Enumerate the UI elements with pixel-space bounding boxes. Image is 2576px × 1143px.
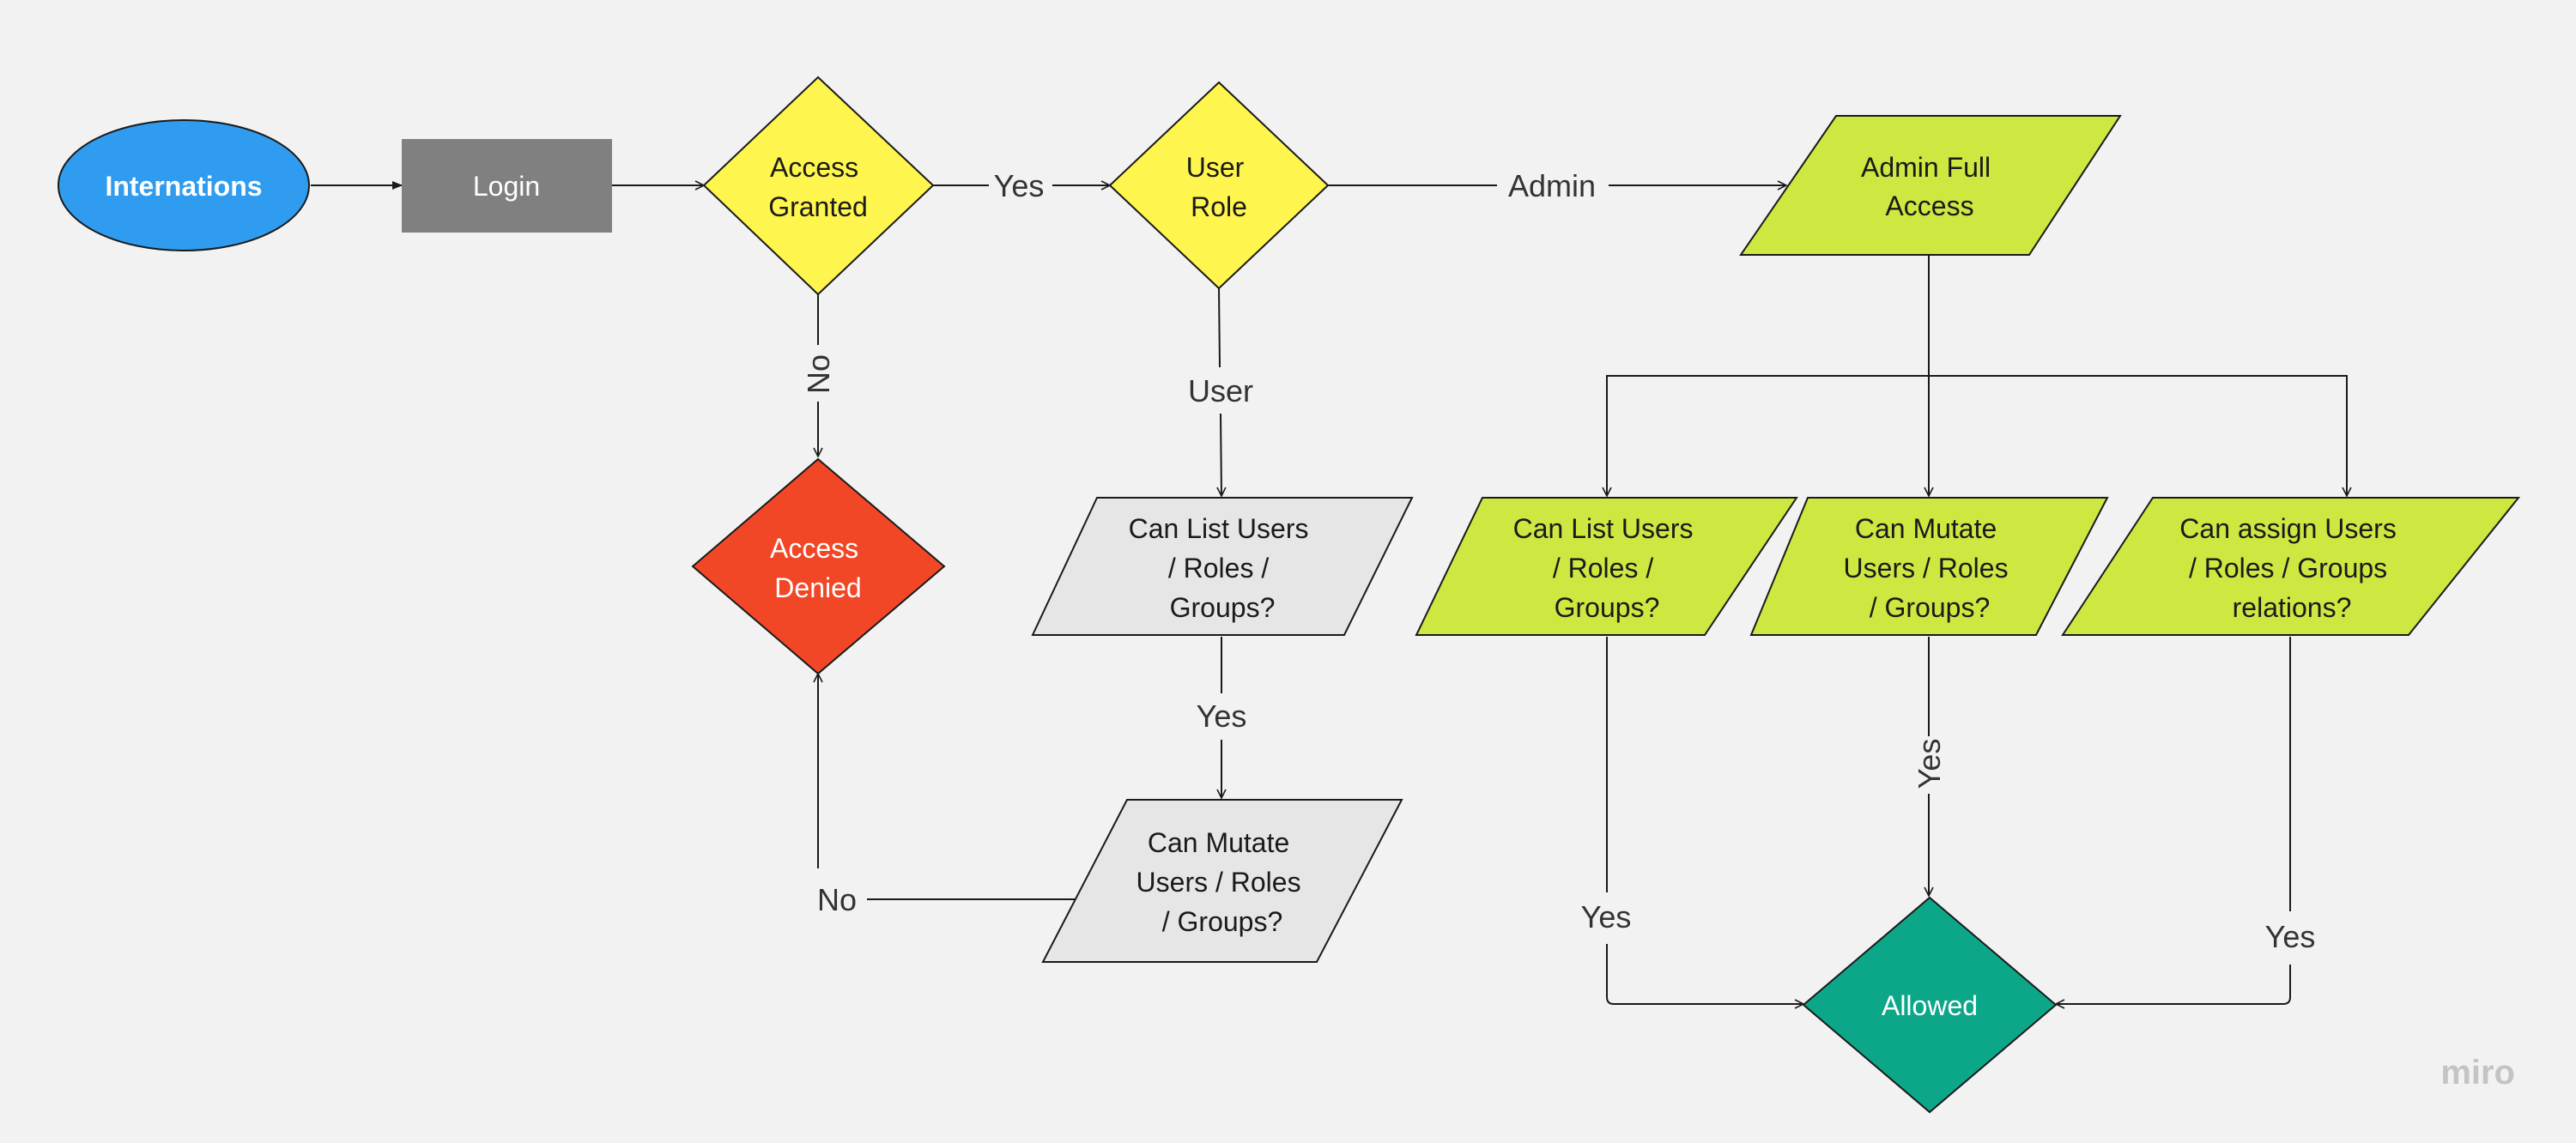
admin-can-mutate-line-3: / Groups? (1870, 592, 1991, 623)
svg-text:User Role: User Role (1186, 152, 1252, 222)
admin-can-assign-node[interactable]: Can assign Users / Roles / Groups relati… (2061, 497, 2521, 636)
edge-admin-to-assign (2242, 375, 2347, 496)
svg-text:Allowed: Allowed (1882, 990, 1978, 1021)
access-granted-line-1: Access (770, 152, 858, 183)
access-denied-line-1: Access (770, 533, 858, 564)
admin-full-access-node[interactable]: Admin Full Access (1739, 115, 2122, 256)
svg-text:Access Granted: Access Granted (768, 152, 868, 222)
user-can-list-node[interactable]: Can List Users / Roles / Groups? (1031, 497, 1414, 636)
svg-text:Admin Full Access: Admin Full Access (1861, 152, 1998, 221)
admin-can-list-node[interactable]: Can List Users / Roles / Groups? (1415, 497, 1798, 636)
edge-label-role-user: User (1188, 373, 1253, 408)
edge-label-granted-yes: Yes (994, 168, 1045, 203)
access-granted-line-2: Granted (768, 191, 868, 222)
admin-can-mutate-line-2: Users / Roles (1844, 553, 2009, 584)
user-can-mutate-line-2: Users / Roles (1136, 867, 1301, 898)
user-can-list-line-2: / Roles / (1168, 553, 1269, 584)
edge-mutate-no (818, 674, 1076, 900)
svg-text:Internations: Internations (105, 171, 262, 202)
user-can-list-line-1: Can List Users (1129, 513, 1309, 544)
user-role-line-1: User (1186, 152, 1245, 183)
login-label: Login (473, 171, 540, 202)
admin-can-list-line-1: Can List Users (1513, 513, 1694, 544)
edge-label-admin-assign-yes: Yes (2265, 919, 2316, 954)
admin-can-list-line-3: Groups? (1555, 592, 1660, 623)
allowed-label: Allowed (1882, 990, 1978, 1021)
svg-text:Access Denied: Access Denied (770, 533, 866, 603)
admin-can-assign-line-1: Can assign Users (2179, 513, 2397, 544)
miro-watermark: miro (2440, 1054, 2515, 1092)
edge-label-list-yes: Yes (1197, 698, 1247, 734)
edge-admin-split (1615, 255, 2242, 377)
allowed-decision-node[interactable]: Allowed (1802, 896, 2058, 1114)
access-denied-decision-node[interactable]: Access Denied (691, 457, 946, 675)
admin-full-access-line-2: Access (1885, 190, 1973, 221)
svg-text:Can Mutate Users / Roles: Can Mutate Users / Roles / Groups? (1844, 513, 2016, 623)
edge-admin-to-list (1607, 375, 1615, 496)
user-can-mutate-node[interactable]: Can Mutate Users / Roles / Groups? (1041, 799, 1403, 963)
edge-label-admin-mutate-yes: Yes (1912, 739, 1947, 789)
svg-text:Can assign Users / Roles: Can assign Users / Roles / Groups relati… (2179, 513, 2403, 623)
edge-label-role-admin: Admin (1508, 168, 1596, 203)
admin-can-assign-line-2: / Roles / Groups (2189, 553, 2387, 584)
admin-can-list-line-2: / Roles / (1553, 553, 1653, 584)
svg-text:Can List Users / Roles /: Can List Users / Roles / Groups? (1129, 513, 1317, 623)
access-denied-line-2: Denied (774, 572, 861, 603)
user-can-mutate-line-3: / Groups? (1162, 906, 1283, 937)
login-process-node[interactable]: Login (402, 139, 612, 233)
user-role-decision-node[interactable]: User Role (1108, 81, 1330, 290)
start-label: Internations (105, 171, 262, 202)
edge-user-role-user (1219, 287, 1221, 496)
access-granted-decision-node[interactable]: Access Granted (702, 76, 935, 296)
edge-admin-assign-yes (2056, 637, 2291, 1004)
edge-label-mutate-no: No (817, 882, 857, 917)
start-terminal-node[interactable]: Internations (58, 119, 310, 251)
svg-text:Login: Login (473, 171, 540, 202)
user-can-list-line-3: Groups? (1170, 592, 1276, 623)
svg-text:Can List Users / Roles /: Can List Users / Roles / Groups? (1513, 513, 1701, 623)
edge-label-granted-no: No (801, 354, 836, 394)
admin-can-assign-line-3: relations? (2233, 592, 2352, 623)
user-can-mutate-line-1: Can Mutate (1148, 827, 1289, 858)
admin-can-mutate-line-1: Can Mutate (1855, 513, 1997, 544)
user-role-line-2: Role (1191, 191, 1247, 222)
svg-text:Can Mutate Users / Roles: Can Mutate Users / Roles / Groups? (1136, 827, 1309, 937)
admin-full-access-line-1: Admin Full (1861, 152, 1991, 183)
edge-label-admin-list-yes: Yes (1581, 899, 1632, 934)
admin-can-mutate-node[interactable]: Can Mutate Users / Roles / Groups? (1749, 497, 2109, 636)
edge-admin-list-yes (1606, 637, 1803, 1004)
